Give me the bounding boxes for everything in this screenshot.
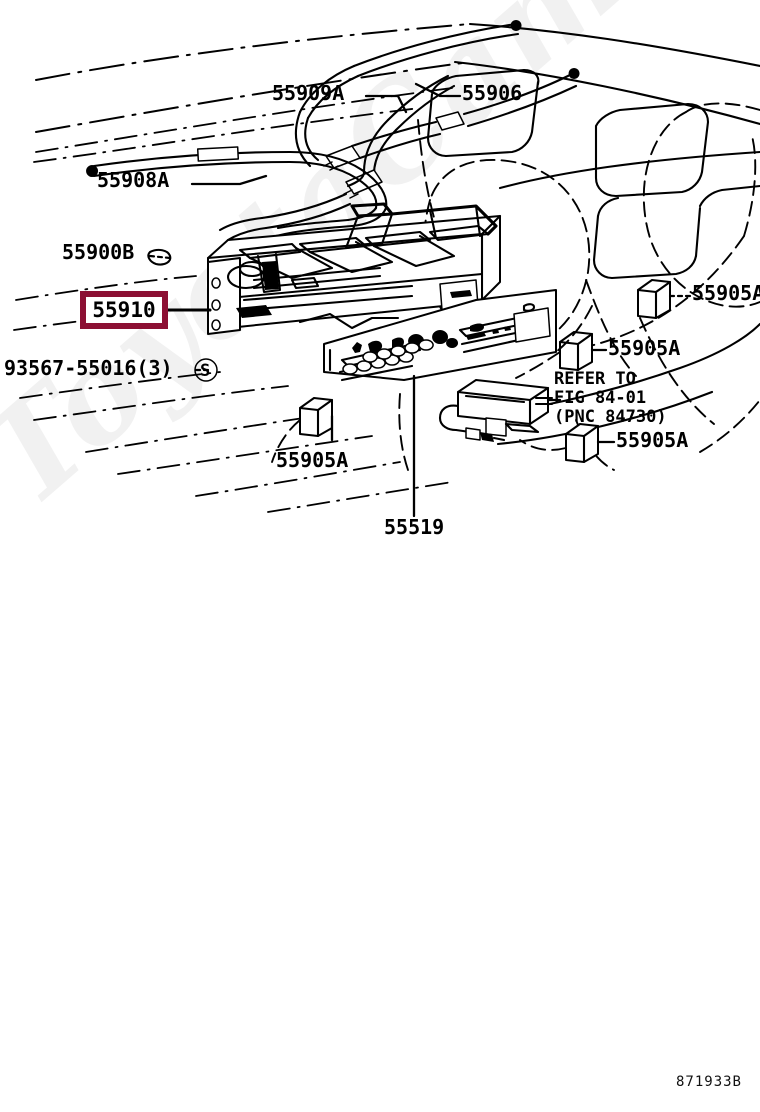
callout-55906: 55906 bbox=[462, 81, 523, 105]
screw-symbol-s: S bbox=[200, 361, 211, 381]
callout-55900b: 55900B bbox=[62, 240, 135, 264]
refer-to-line-3: (PNC 84730) bbox=[554, 407, 667, 428]
control-panel-faceplate bbox=[323, 289, 557, 382]
refer-to-line-1: REFER TO bbox=[554, 369, 636, 389]
highlighted-part-box[interactable]: 55910 bbox=[80, 291, 168, 329]
clip-parts bbox=[298, 279, 672, 464]
highlighted-part-number: 55910 bbox=[92, 298, 156, 322]
illumination-bulb-assembly bbox=[438, 379, 550, 442]
callout-93567-55016: 93567-55016(3) bbox=[4, 356, 173, 380]
clip-icon-mid-right bbox=[558, 331, 594, 372]
callout-55908a: 55908A bbox=[97, 168, 170, 192]
refer-to-note: REFER TO FIG 84-01 (PNC 84730) bbox=[554, 369, 667, 428]
figure-id: 871933B bbox=[675, 1074, 742, 1090]
clip-icon-top-right bbox=[636, 279, 672, 320]
refer-to-line-2: FIG 84-01 bbox=[554, 388, 647, 409]
callout-55905a-low-right: 55905A bbox=[616, 428, 689, 452]
callout-55905a-mid-right: 55905A bbox=[608, 336, 681, 360]
leader-lines bbox=[147, 82, 696, 518]
callout-55909a: 55909A bbox=[272, 81, 345, 105]
callout-55905a-top-right: 55905A bbox=[692, 281, 760, 305]
callout-55905a-bottom: 55905A bbox=[276, 448, 349, 472]
control-cables bbox=[86, 20, 580, 242]
callout-55519: 55519 bbox=[384, 515, 445, 539]
clip-icon-low-right bbox=[564, 423, 600, 464]
clip-icon-bottom bbox=[298, 397, 334, 438]
